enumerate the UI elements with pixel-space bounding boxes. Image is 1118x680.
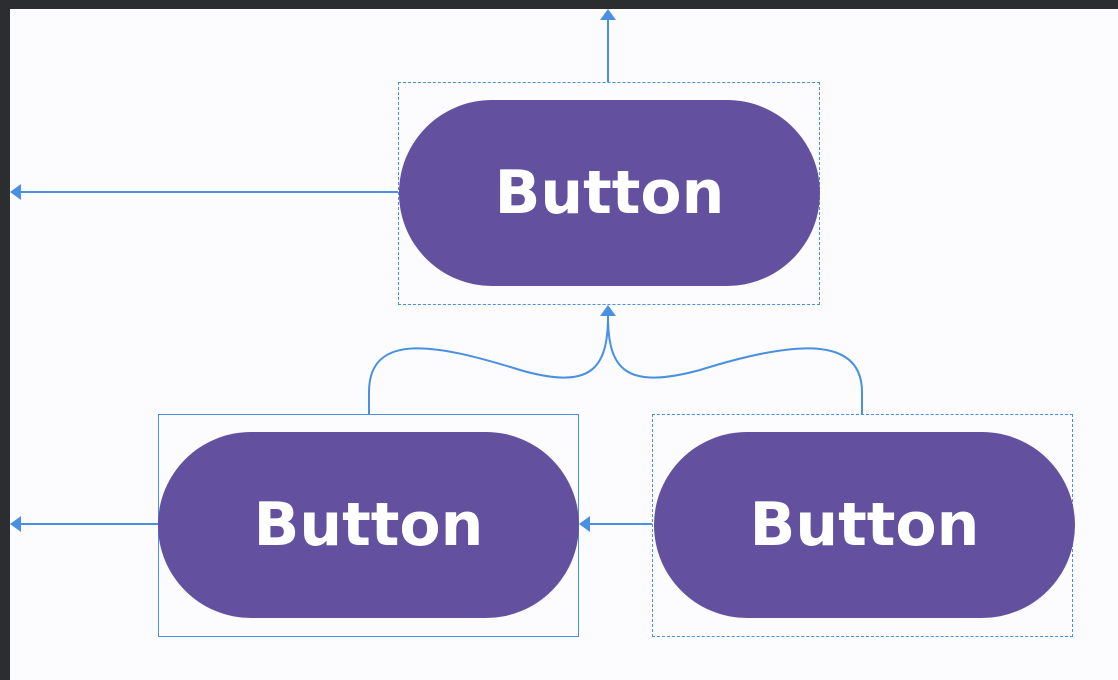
bottom-left-button[interactable]: Button: [158, 432, 579, 618]
bottom-right-button[interactable]: Button: [654, 432, 1075, 618]
top-button[interactable]: Button: [399, 100, 820, 286]
